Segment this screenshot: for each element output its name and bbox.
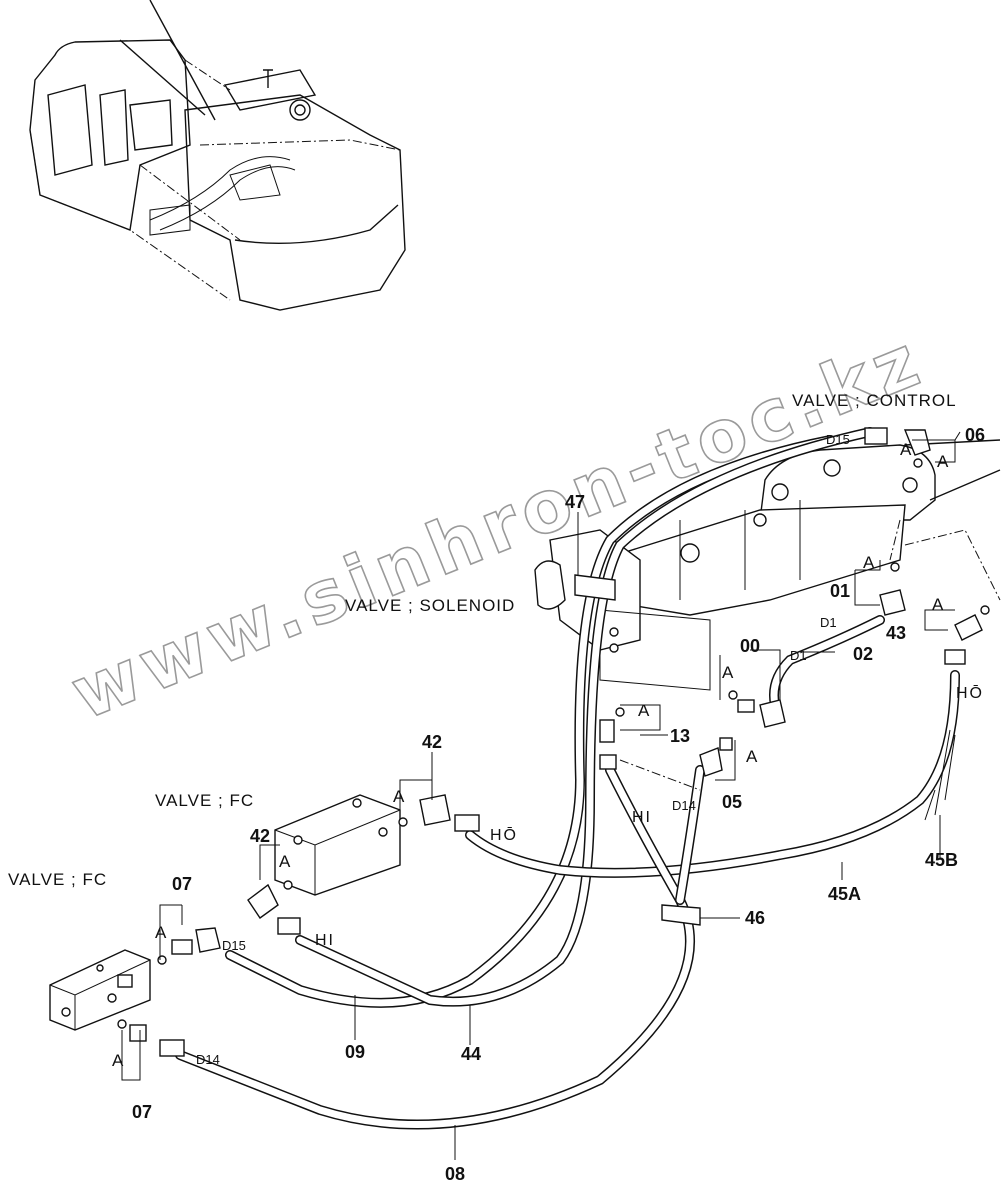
callout-00: 00 [740,636,760,656]
fitting-00 [737,699,755,713]
hose-tag-d1-b: D1 [790,648,807,663]
elbow-05 [699,747,723,777]
hose-tag-d14-mid: D14 [672,798,696,813]
excavator-overview-sketch [29,0,406,311]
clamps [574,574,701,926]
callout-44: 44 [461,1044,481,1064]
marker-a: A [900,440,912,459]
callout-09: 09 [345,1042,365,1062]
o-ring-b [615,707,625,717]
hose-tag-hi-left: HI [315,932,335,949]
fitting-hose-45b [944,649,966,665]
fitting-d15-top [864,427,888,445]
fitting-07-top [171,939,193,955]
label-valve-fc-middle: VALVE ; FC [155,791,254,810]
hose-tag-d15-top: D15 [826,432,850,447]
fitting-05 [719,737,733,751]
clamp-47 [574,574,616,601]
o-ring-e [283,880,293,890]
hoses [175,427,960,1130]
callout-07-top: 07 [172,874,192,894]
hose-tag-ho-mid: HŌ [490,826,518,844]
hose-tag-d14-left: D14 [196,1052,220,1067]
callout-47: 47 [565,492,585,512]
o-ring-h [980,605,990,615]
fitting-ho-mid [454,814,480,832]
elbow-01 [879,589,906,616]
o-ring-c [728,690,738,700]
marker-a: A [932,595,944,614]
marker-a: A [393,787,405,806]
marker-a: A [746,747,758,766]
callout-42-bottom: 42 [250,826,270,846]
marker-a: A [112,1051,124,1070]
callout-45b: 45B [925,850,958,870]
leader-lines [121,431,1001,1160]
marker-a: A [937,452,949,471]
hose-tag-d1-a: D1 [820,615,837,630]
elbow-42-bottom [247,883,279,919]
marker-a: A [863,553,875,572]
label-valve-solenoid: VALVE ; SOLENOID [345,596,515,615]
callout-06: 06 [965,425,985,445]
fc-valve-left [49,949,151,1031]
marker-a: A [279,852,291,871]
fitting-d14-left [159,1039,185,1057]
hose-tag-ho-right: HŌ [956,684,984,702]
fitting-hi-left [277,917,301,935]
fittings [117,427,990,1057]
elbow-d15-left [195,927,221,953]
hose-tag-d15-left: D15 [222,938,246,953]
callout-07-bottom: 07 [132,1102,152,1122]
fc-valve-middle [274,794,401,896]
clamp-46 [661,904,701,926]
marker-a: A [722,663,734,682]
callout-42-top: 42 [422,732,442,752]
elbow-06 [903,429,931,456]
o-ring-a [890,562,900,572]
callout-46: 46 [745,908,765,928]
elbow-42-top [419,794,451,826]
fitting-hi-mid [599,754,617,770]
label-valve-control: VALVE ; CONTROL [792,391,957,410]
elbow-00 [759,699,786,728]
label-valve-fc-left: VALVE ; FC [8,870,107,889]
callout-43: 43 [886,623,906,643]
elbow-43 [954,614,983,641]
callout-01: 01 [830,581,850,601]
callout-13: 13 [670,726,690,746]
fitting-13 [599,719,615,743]
marker-a: A [155,923,167,942]
hose-tag-hi-mid: HI [632,809,652,826]
callout-02: 02 [853,644,873,664]
callout-05: 05 [722,792,742,812]
callout-08: 08 [445,1164,465,1184]
o-ring-f [157,955,167,965]
o-ring-d [398,817,408,827]
o-ring-i [913,458,923,468]
o-ring-g [117,1019,127,1029]
fitting-07-bottom [129,1024,147,1042]
marker-a: A [638,701,650,720]
callout-45a: 45A [828,884,861,904]
